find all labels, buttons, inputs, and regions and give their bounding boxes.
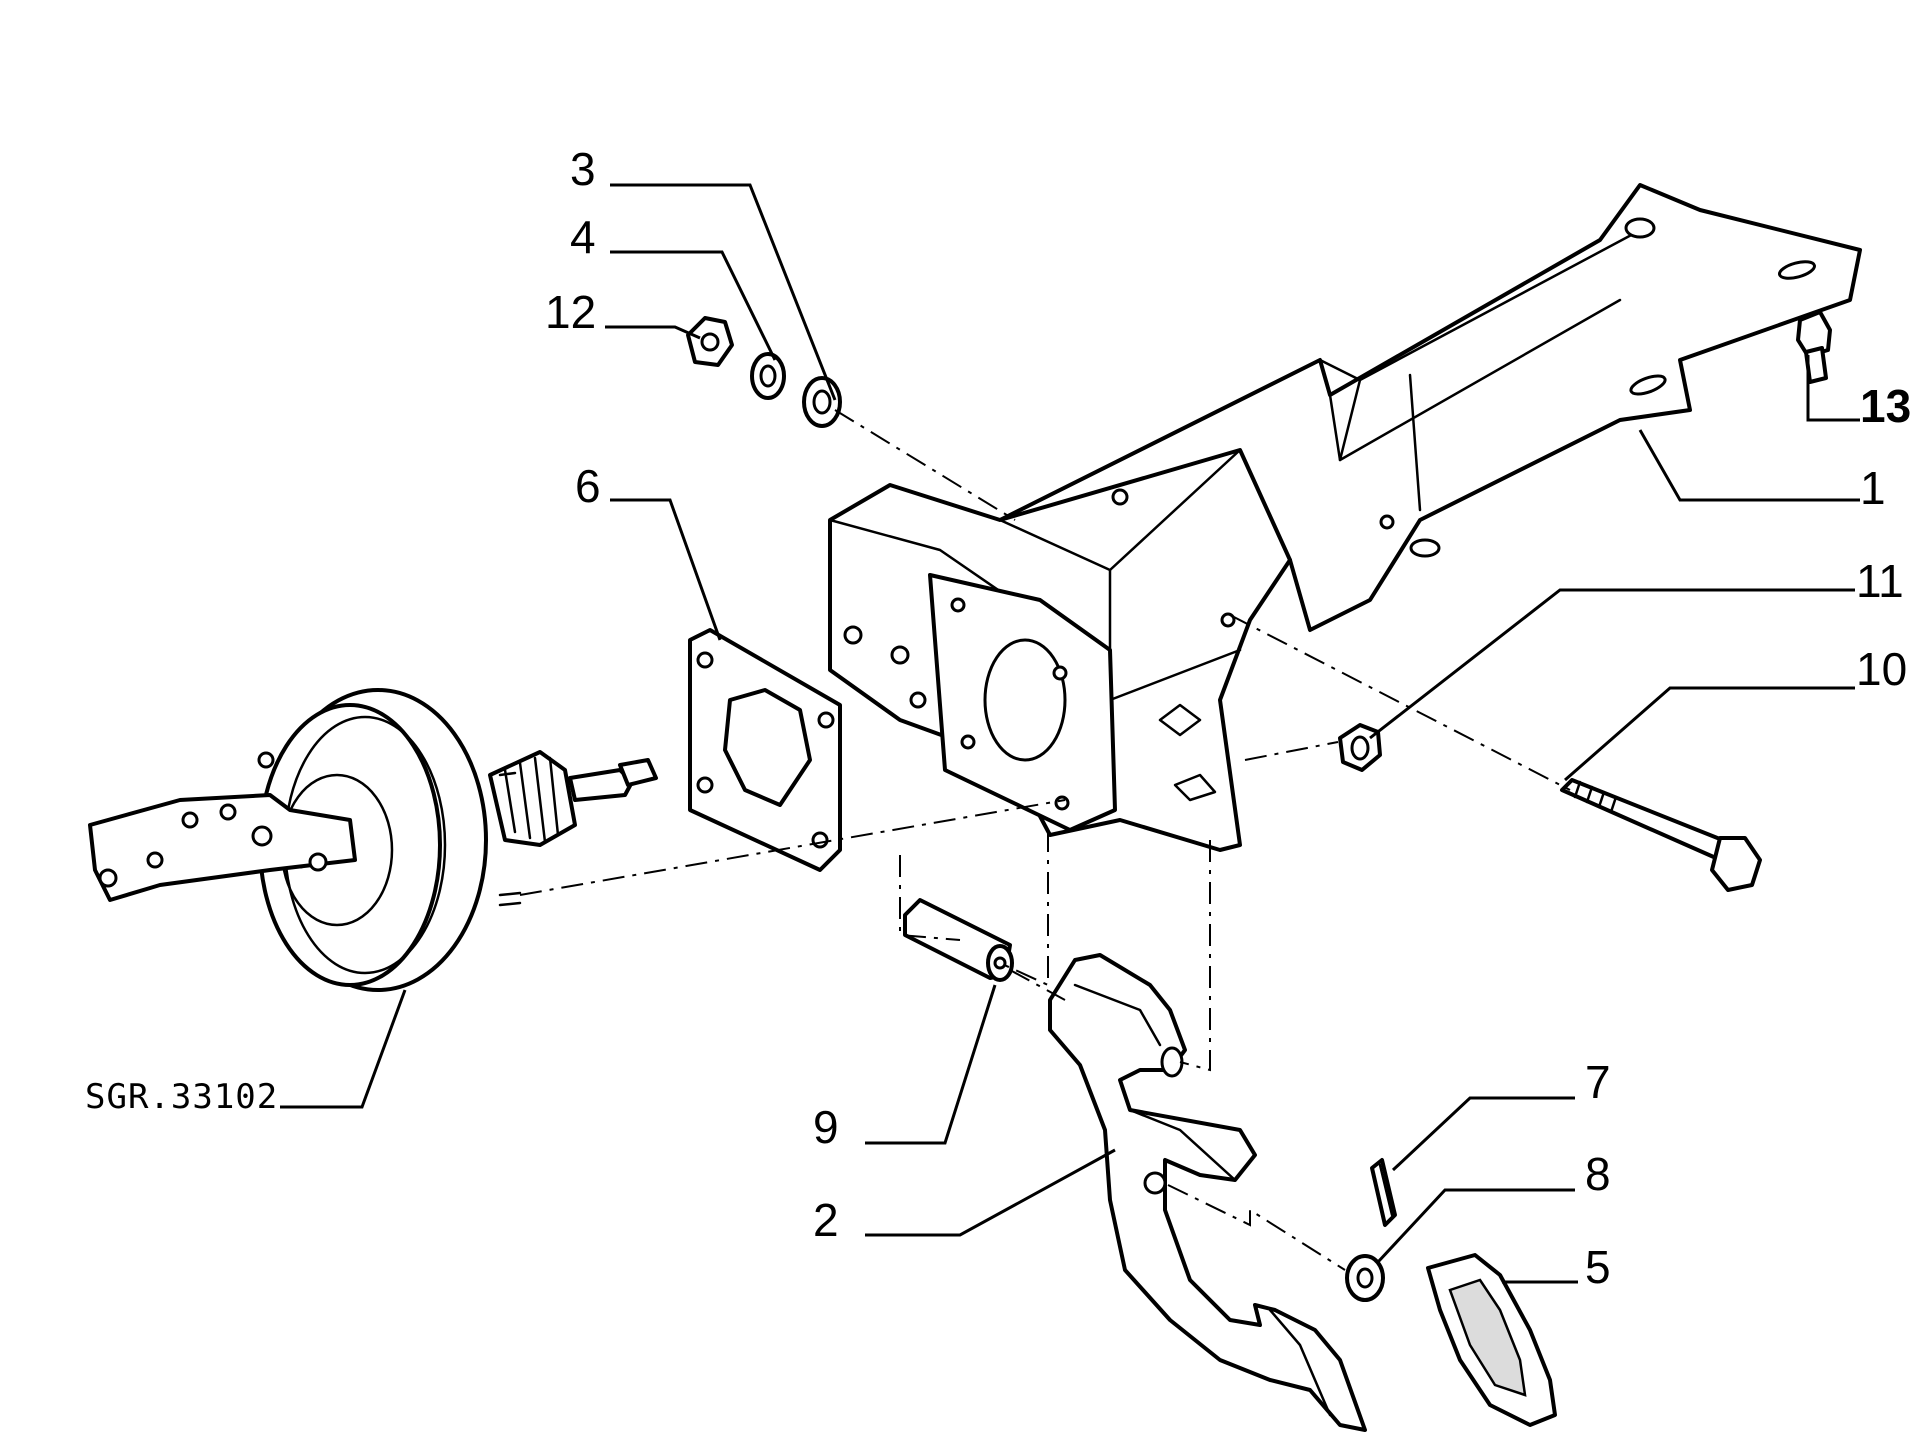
callout-13: 13 <box>1860 380 1911 432</box>
nut-washer-stack <box>686 316 842 428</box>
bolt-nut <box>1338 723 1382 772</box>
callout-7: 7 <box>1585 1056 1611 1108</box>
callout-11: 11 <box>1856 555 1904 607</box>
callout-2: 2 <box>813 1194 839 1246</box>
flange-gasket <box>688 628 842 872</box>
callout-12: 12 <box>545 286 596 338</box>
callout-6: 6 <box>575 460 601 512</box>
pedal-pad <box>1426 1253 1557 1427</box>
brake-pedal <box>1048 953 1367 1432</box>
callout-5: 5 <box>1585 1241 1611 1293</box>
pivot-bolt <box>1560 778 1762 892</box>
callout-10: 10 <box>1856 643 1907 695</box>
callout-labels: 3 4 12 6 13 1 11 10 7 8 5 9 2 SGR.33102 <box>85 143 1911 1293</box>
pin-washer <box>1345 1254 1385 1302</box>
pedal-bracket <box>828 183 1862 852</box>
fixing-screw <box>1796 310 1832 384</box>
drawing-code: SGR.33102 <box>85 1077 278 1117</box>
callout-8: 8 <box>1585 1148 1611 1200</box>
leader-lines <box>280 183 1860 1284</box>
callout-9: 9 <box>813 1101 839 1153</box>
brake-booster <box>88 688 658 992</box>
split-pin <box>1370 1158 1397 1227</box>
callout-3: 3 <box>570 143 596 195</box>
assembly-axes <box>519 409 1571 1271</box>
callout-1: 1 <box>1860 462 1886 514</box>
callout-4: 4 <box>570 211 596 263</box>
